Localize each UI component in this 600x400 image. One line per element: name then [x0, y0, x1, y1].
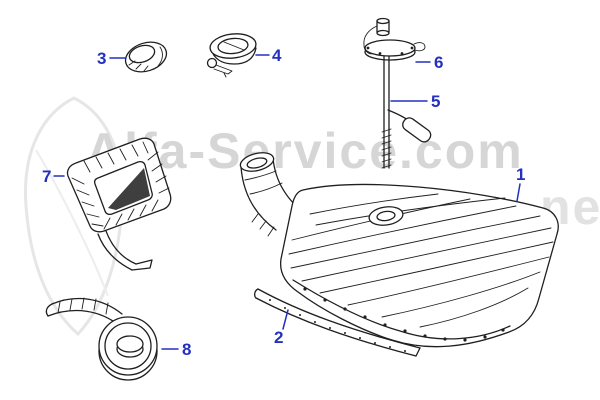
part-label-2: 2 [274, 328, 283, 347]
part-label-8: 8 [182, 340, 191, 359]
part-3-cap [124, 41, 168, 73]
leader-line-2 [282, 309, 289, 330]
part-5-sender-rod [381, 55, 432, 169]
part-1-fuel-tank [239, 152, 559, 348]
leader-line-1 [516, 183, 521, 202]
leader-lines [53, 54, 521, 350]
part-label-5: 5 [431, 92, 440, 111]
part-label-1: 1 [516, 165, 525, 184]
part-6-sender-flange [363, 17, 426, 61]
part-8-bracket [45, 297, 158, 381]
part-7-rubber-boot [66, 137, 172, 271]
part-label-6: 6 [434, 53, 443, 72]
part-label-3: 3 [97, 49, 106, 68]
part-label-4: 4 [272, 46, 282, 65]
part-2-gasket [254, 288, 421, 357]
part-4-fuel-cap [206, 33, 257, 78]
part-label-7: 7 [42, 167, 51, 186]
